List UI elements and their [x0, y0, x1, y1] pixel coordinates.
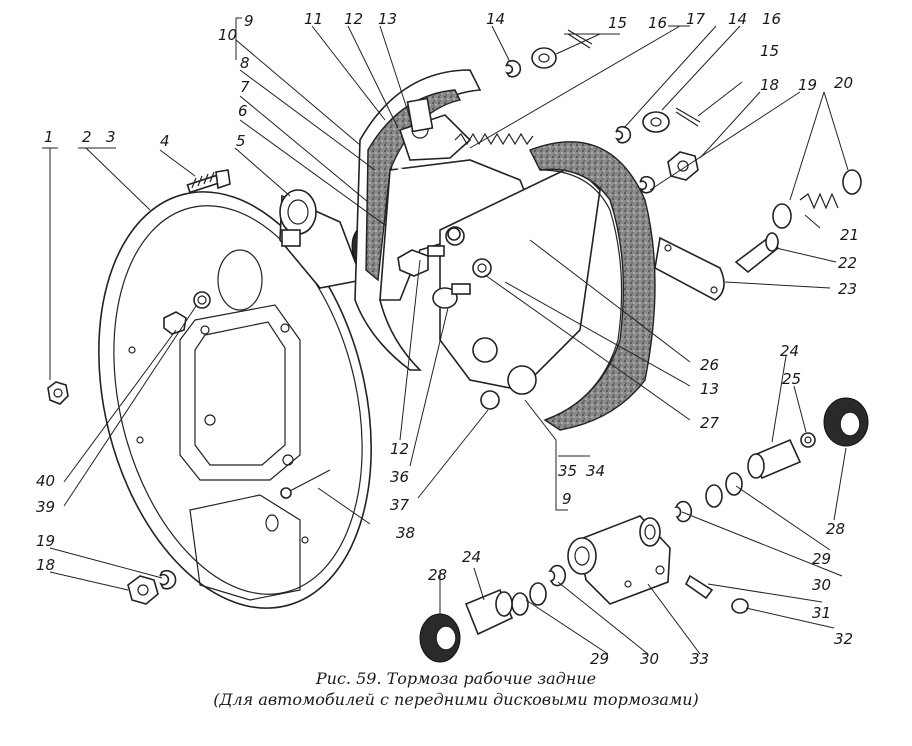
callout-36: 36 [390, 468, 409, 486]
callout-16-top: 16 [648, 14, 667, 32]
leader-lines [42, 17, 849, 655]
callout-19-left: 19 [36, 532, 55, 550]
callout-7: 7 [240, 78, 250, 96]
nut-1 [47, 381, 69, 405]
callout-2: 2 [82, 128, 92, 146]
bolt-40 [163, 311, 187, 335]
backing-plate [98, 191, 372, 609]
bolt-4 [186, 169, 231, 194]
callout-24-left: 24 [462, 548, 481, 566]
spring-21 [772, 169, 862, 229]
callout-10: 10 [218, 26, 237, 44]
callout-20: 20 [834, 74, 853, 92]
callout-3: 3 [106, 128, 116, 146]
pin-38 [280, 469, 331, 499]
spring-17 [454, 132, 534, 146]
seal-29-right [705, 472, 743, 508]
callout-39: 39 [36, 498, 55, 516]
callout-28-right: 28 [826, 520, 845, 538]
washer-14-top [504, 59, 522, 78]
callout-16-mid: 16 [762, 10, 781, 28]
callout-15-top: 15 [608, 14, 627, 32]
bolt-12-36 [397, 227, 492, 309]
cylinder-body-33 [567, 515, 671, 605]
callout-25: 25 [782, 370, 801, 388]
caption-subtitle: (Для автомобилей с передними дисковыми т… [213, 690, 699, 709]
washer-39 [193, 291, 211, 309]
callout-33: 33 [690, 650, 709, 668]
callout-6: 6 [238, 102, 248, 120]
callout-26: 26 [700, 356, 719, 374]
callout-8: 8 [240, 54, 250, 72]
callout-38: 38 [396, 524, 415, 542]
callout-14-mid: 14 [728, 10, 747, 28]
callout-9-bottom: 9 [562, 490, 572, 508]
piston-24-right [747, 438, 802, 480]
cap-32 [731, 598, 749, 614]
callout-30-right: 30 [812, 576, 831, 594]
callout-31: 31 [812, 604, 831, 622]
bleeder-25 [800, 432, 816, 448]
callout-34: 34 [586, 462, 605, 480]
callout-40: 40 [36, 472, 55, 490]
nut-16-top [531, 47, 557, 69]
callout-30-left: 30 [640, 650, 659, 668]
lever-23 [654, 236, 725, 301]
washer-19-right [638, 175, 656, 194]
boot-28-right [823, 397, 869, 447]
callout-19-right: 19 [798, 76, 817, 94]
brake-shoe-front [529, 141, 656, 431]
washer-14-mid [614, 125, 632, 144]
callout-29-right: 29 [812, 550, 831, 568]
callout-numbers: 1 2 3 4 5 6 7 8 10 9 11 12 13 14 15 16 1… [36, 10, 859, 668]
callout-37: 37 [390, 496, 410, 514]
caption-title: Рис. 59. Тормоза рабочие задние [315, 669, 597, 688]
callout-12-top: 12 [344, 10, 363, 28]
callout-11: 11 [304, 10, 323, 28]
callout-1: 1 [44, 128, 54, 146]
callout-18-left: 18 [36, 556, 55, 574]
callout-22: 22 [838, 254, 857, 272]
boot-28-left [419, 613, 461, 663]
callout-15-mid: 15 [760, 42, 779, 60]
callout-21: 21 [840, 226, 859, 244]
piston-24-left [464, 588, 514, 636]
callout-13-top: 13 [378, 10, 397, 28]
nut-16-mid [642, 111, 670, 133]
spring-30-right [674, 500, 693, 523]
cotter-pin-15-mid [675, 107, 701, 127]
washer-19-left [159, 569, 177, 590]
callout-27: 27 [700, 414, 720, 432]
callout-18-right: 18 [760, 76, 779, 94]
callout-29-left: 29 [590, 650, 609, 668]
bleeder-31 [684, 574, 714, 600]
nut-18-left [127, 575, 159, 605]
callout-12-bottom: 12 [390, 440, 409, 458]
callout-5: 5 [236, 132, 246, 150]
callout-32: 32 [834, 630, 853, 648]
callout-24-right: 24 [780, 342, 799, 360]
spring-30-left [548, 564, 567, 587]
callout-28-left: 28 [428, 566, 447, 584]
callout-35: 35 [558, 462, 577, 480]
figure-caption: Рис. 59. Тормоза рабочие задние (Для авт… [0, 668, 912, 710]
callout-9-top: 9 [244, 12, 254, 30]
pin-22 [734, 232, 780, 274]
callout-4: 4 [160, 132, 170, 150]
callout-13-mid: 13 [700, 380, 719, 398]
cotter-pin-15-top [567, 29, 593, 49]
callout-23: 23 [838, 280, 857, 298]
callout-17: 17 [686, 10, 706, 28]
callout-14-top: 14 [486, 10, 505, 28]
